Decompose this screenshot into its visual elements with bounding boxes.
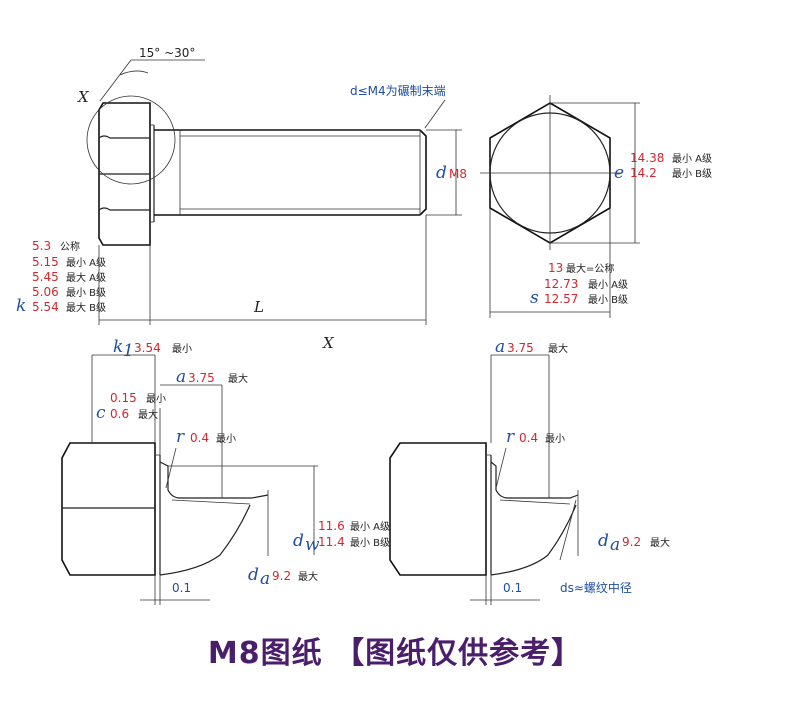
k1-value: 3.54: [134, 341, 161, 355]
detail-right-thread: [499, 499, 571, 505]
k-note-1: 公称: [60, 240, 80, 253]
c-symbol: c: [96, 403, 106, 423]
a-left-symbol: a: [176, 367, 186, 387]
da-left-note: 最大: [298, 570, 318, 583]
c-note-2: 最大: [138, 408, 158, 421]
section-mark-x-bottom: X: [322, 334, 335, 352]
detail-right-view: a 3.75 最大 r 0.4 最小 d a 9.2 最大 ds≈螺纹中径 0.…: [389, 337, 670, 605]
da-right-sub: a: [610, 535, 620, 555]
detail-right-fillet: [490, 461, 579, 499]
bolt-drawing: 15° ~30° X d≤M4为碾制末端 d M8 5.3 公称 5.15 最小…: [16, 46, 712, 605]
dw-note-1: 最小 A级: [350, 521, 390, 533]
da-left-symbol: d: [248, 565, 259, 585]
k1-note: 最小: [172, 343, 192, 355]
c-note-1: 最小: [146, 393, 166, 405]
k1-symbol: k: [113, 337, 123, 357]
a-right-note: 最大: [548, 342, 568, 355]
k-note-3: 最大 A级: [66, 271, 106, 284]
e-note-1: 最小 A级: [672, 153, 712, 165]
dw-symbol: d: [293, 531, 304, 551]
k-value-1: 5.3: [32, 239, 51, 253]
L-symbol: L: [253, 298, 264, 316]
da-left-value: 9.2: [272, 569, 291, 583]
head-face-line-top: [98, 135, 150, 139]
e-value-2: 14.2: [630, 166, 657, 180]
detail-left-fillet: [159, 461, 269, 499]
detail-left-break: [159, 504, 251, 576]
detail-left-view: k 1 3.54 最小 a 3.75 最大 0.15 最小 c 0.6 最大 r…: [61, 337, 390, 605]
dw-value-1: 11.6: [318, 519, 345, 533]
d-value: M8: [449, 167, 467, 181]
a-left-note: 最大: [228, 372, 248, 385]
shank-end: [419, 129, 427, 216]
k-note-2: 最小 A级: [66, 257, 106, 269]
detail-left-head: [61, 442, 156, 576]
gap-left-value: 0.1: [172, 581, 191, 595]
r-right-symbol: r: [506, 427, 515, 447]
k-value-2: 5.15: [32, 255, 59, 269]
r-left-value: 0.4: [190, 431, 209, 445]
e-symbol: e: [614, 163, 624, 183]
k-value-5: 5.54: [32, 300, 59, 314]
s-value-3: 12.57: [544, 292, 578, 306]
da-right-note: 最大: [650, 536, 670, 549]
k-note-4: 最小 B级: [66, 287, 106, 299]
dw-sub: w: [305, 535, 320, 555]
s-value-2: 12.73: [544, 277, 578, 291]
section-mark-x-left: X: [77, 88, 90, 106]
da-left-sub: a: [260, 569, 270, 589]
k1-sub: 1: [123, 341, 134, 361]
e-value-1: 14.38: [630, 151, 664, 165]
s-value-1: 13: [548, 261, 563, 275]
s-symbol: s: [530, 288, 539, 308]
detail-right-break: [490, 504, 577, 576]
k-value-3: 5.45: [32, 270, 59, 284]
bolt-end-view: e 14.38 最小 A级 14.2 最小 B级 13 最大=公称 12.73 …: [480, 95, 712, 318]
da-right-value: 9.2: [622, 535, 641, 549]
s-note-3: 最小 B级: [588, 294, 628, 306]
rolled-end-note: d≤M4为碾制末端: [350, 84, 446, 98]
dw-note-2: 最小 B级: [350, 537, 390, 549]
r-right-value: 0.4: [519, 431, 538, 445]
detail-circle: [86, 95, 176, 185]
c-value-2: 0.6: [110, 407, 129, 421]
a-left-value: 3.75: [188, 371, 215, 385]
ds-note: ds≈螺纹中径: [560, 580, 632, 595]
drawing-title: M8图纸 【图纸仅供参考】: [207, 636, 583, 671]
gap-right-value: 0.1: [503, 581, 522, 595]
r-right-note: 最小: [545, 433, 565, 445]
detail-left-thread: [171, 499, 251, 505]
d-symbol: d: [436, 163, 447, 183]
c-value-1: 0.15: [110, 391, 137, 405]
k-symbol: k: [16, 296, 26, 316]
s-note-1: 最大=公称: [566, 262, 614, 275]
angle-label: 15° ~30°: [139, 46, 195, 60]
head-face-line-bottom: [98, 207, 150, 211]
ds-leader: [559, 499, 577, 561]
bolt-side-view: 15° ~30° X d≤M4为碾制末端 d M8 5.3 公称 5.15 最小…: [16, 46, 467, 352]
r-left-symbol: r: [176, 427, 185, 447]
s-note-2: 最小 A级: [588, 279, 628, 291]
dw-value-2: 11.4: [318, 535, 345, 549]
detail-right-head: [389, 442, 487, 576]
k-value-4: 5.06: [32, 285, 59, 299]
k-note-5: 最大 B级: [66, 301, 106, 314]
a-right-symbol: a: [495, 337, 505, 357]
r-right-leader: [495, 447, 507, 489]
da-right-symbol: d: [598, 531, 609, 551]
e-note-2: 最小 B级: [672, 168, 712, 180]
r-left-note: 最小: [216, 433, 236, 445]
rolled-end-leader: [424, 99, 446, 129]
r-left-leader: [165, 447, 177, 489]
angle-leader: [99, 59, 132, 102]
angle-arc: [119, 70, 149, 76]
a-right-value: 3.75: [507, 341, 534, 355]
